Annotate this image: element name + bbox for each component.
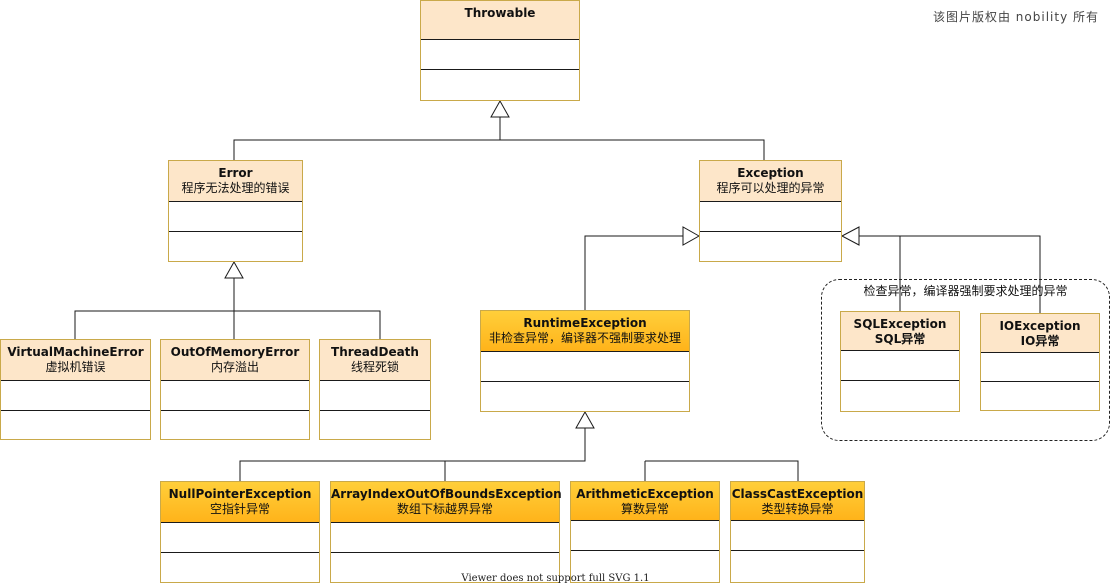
class-name: Exception <box>737 166 804 180</box>
class-name: RuntimeException <box>523 316 647 330</box>
attributes-section <box>571 521 719 551</box>
class-desc: 程序无法处理的错误 <box>181 181 290 195</box>
inheritance-arrow-throwable <box>490 99 510 118</box>
attributes-section <box>481 352 689 382</box>
inheritance-arrow-rte <box>575 410 595 429</box>
methods-section <box>700 232 841 261</box>
checked-exceptions-group <box>821 279 1110 441</box>
svg-viewer-notice: Viewer does not support full SVG 1.1 <box>461 573 650 584</box>
class-desc: 虚拟机错误 <box>45 360 106 374</box>
class-name: VirtualMachineError <box>7 345 144 359</box>
attributes-section <box>421 40 579 70</box>
class-name: ThreadDeath <box>331 345 419 359</box>
class-desc: 类型转换异常 <box>761 502 834 516</box>
attributes-section <box>161 381 309 411</box>
copyright-watermark: 该图片版权由 nobility 所有 <box>932 10 1099 24</box>
methods-section <box>421 70 579 100</box>
class-name: ArrayIndexOutOfBoundsException <box>331 487 562 501</box>
edge-npe-rte <box>239 428 586 481</box>
class-name: NullPointerException <box>168 487 312 501</box>
class-name: ClassCastException <box>731 487 864 501</box>
edge-exception-throwable <box>500 139 765 160</box>
attributes-section <box>169 202 302 232</box>
class-desc: 非检查异常，编译器不强制要求处理 <box>488 331 681 345</box>
attributes-section <box>841 351 959 381</box>
methods-section <box>320 411 430 439</box>
class-desc: 内存溢出 <box>210 360 259 374</box>
class-desc: 算数异常 <box>620 502 669 516</box>
attributes-section <box>161 523 319 553</box>
edge-rte-exception <box>584 235 683 310</box>
class-name: Throwable <box>464 6 536 20</box>
edge-td-error <box>234 310 381 339</box>
attributes-section <box>731 521 864 551</box>
class-name: OutOfMemoryError <box>170 345 300 359</box>
inheritance-arrow-exception-left <box>682 226 701 246</box>
attributes-section <box>1 381 150 411</box>
edge-error-throwable <box>233 117 501 160</box>
class-name: IOException <box>999 319 1081 333</box>
class-name: ArithmeticException <box>576 487 714 501</box>
class-desc: SQL异常 <box>874 332 926 346</box>
attributes-section <box>320 381 430 411</box>
class-desc: 线程死锁 <box>350 360 399 374</box>
methods-section <box>161 411 309 439</box>
class-desc: 数组下标越界异常 <box>396 502 493 516</box>
edge-ioe-exception <box>900 235 1041 313</box>
class-desc: 程序可以处理的异常 <box>716 181 825 195</box>
edge-cce-rte <box>645 460 799 481</box>
class-throwable[interactable]: Throwable <box>420 0 580 101</box>
edge-vme-error <box>74 278 235 339</box>
attributes-section <box>981 353 1099 382</box>
methods-section <box>841 381 959 411</box>
methods-section <box>981 382 1099 410</box>
class-desc: 空指针异常 <box>209 502 270 516</box>
methods-section <box>169 232 302 261</box>
class-desc: IO异常 <box>1020 334 1060 348</box>
methods-section <box>481 382 689 411</box>
class-name: SQLException <box>853 317 947 331</box>
checked-exceptions-label: 检查异常，编译器强制要求处理的异常 <box>863 284 1068 298</box>
inheritance-arrow-error <box>224 260 244 279</box>
inheritance-arrow-exception-right <box>840 226 860 246</box>
attributes-section <box>700 202 841 232</box>
methods-section <box>1 411 150 439</box>
attributes-section <box>331 523 559 553</box>
class-name: Error <box>218 166 253 180</box>
